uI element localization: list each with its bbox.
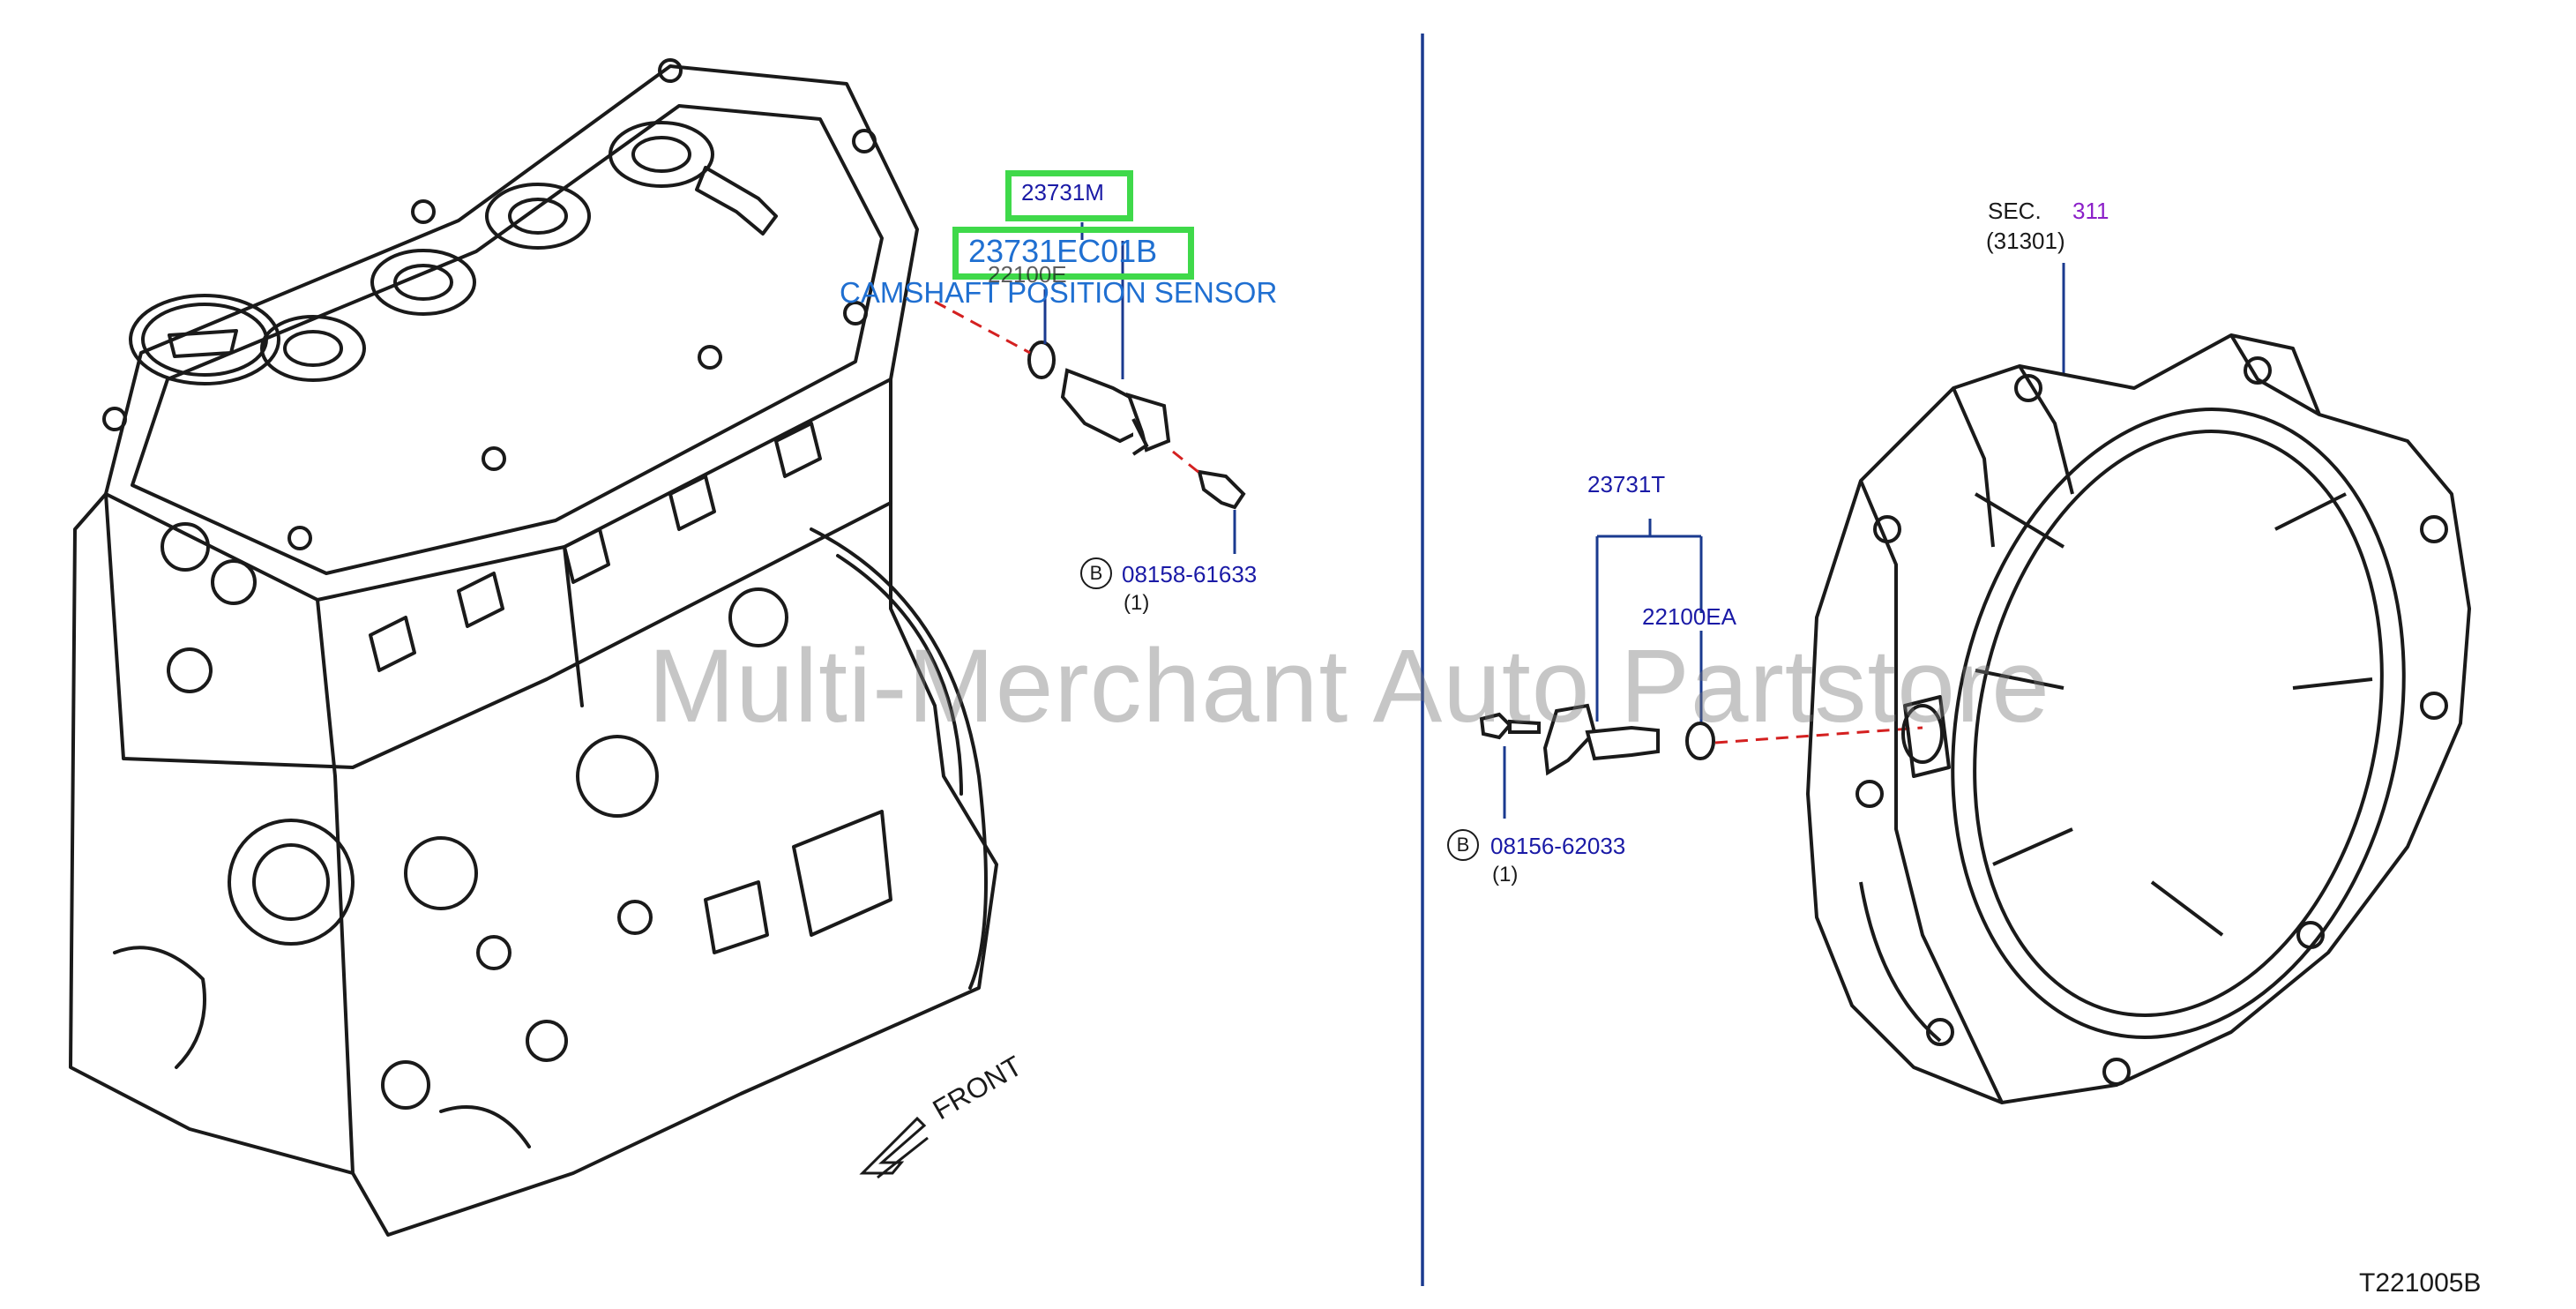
bolt-left-part-number[interactable]: 08158-61633 bbox=[1122, 561, 1258, 587]
leader-lines bbox=[1043, 222, 2065, 819]
section-number-link[interactable]: 311 bbox=[2072, 198, 2109, 224]
engine-block-drawing bbox=[69, 58, 998, 1237]
section-reference: (31301) bbox=[1986, 228, 2065, 254]
highlighted-part-number[interactable]: 23731EC01B bbox=[968, 233, 1158, 269]
front-arrow bbox=[859, 1116, 929, 1179]
camshaft-sensor-part-number[interactable]: 23731M bbox=[1021, 179, 1104, 206]
crankshaft-sensor-drawing bbox=[1479, 703, 1715, 776]
camshaft-sensor-drawing bbox=[1027, 340, 1246, 510]
crankshaft-sensor-part-number[interactable]: 23731T bbox=[1587, 471, 1666, 497]
part-highlight-box-small bbox=[1005, 170, 1133, 221]
part-highlight-box-large bbox=[952, 227, 1194, 280]
oring-right-part-number[interactable]: 22100EA bbox=[1642, 603, 1736, 630]
bell-housing-drawing bbox=[1806, 333, 2471, 1104]
bolt-left-quantity: (1) bbox=[1124, 591, 1150, 615]
bolt-marker-left: B bbox=[1080, 557, 1112, 589]
diagram-code: T221005B bbox=[2359, 1268, 2482, 1298]
bolt-right-part-number[interactable]: 08156-62033 bbox=[1490, 833, 1626, 859]
watermark-text: Multi-Merchant Auto Partstore bbox=[648, 628, 2050, 744]
section-prefix: SEC. bbox=[1988, 198, 2042, 224]
bolt-marker-right: B bbox=[1447, 829, 1479, 861]
bolt-right-quantity: (1) bbox=[1492, 863, 1519, 886]
sensor-description: CAMSHAFT POSITION SENSOR bbox=[840, 276, 1278, 309]
oring-left-part-number[interactable]: 22100E bbox=[988, 261, 1067, 288]
